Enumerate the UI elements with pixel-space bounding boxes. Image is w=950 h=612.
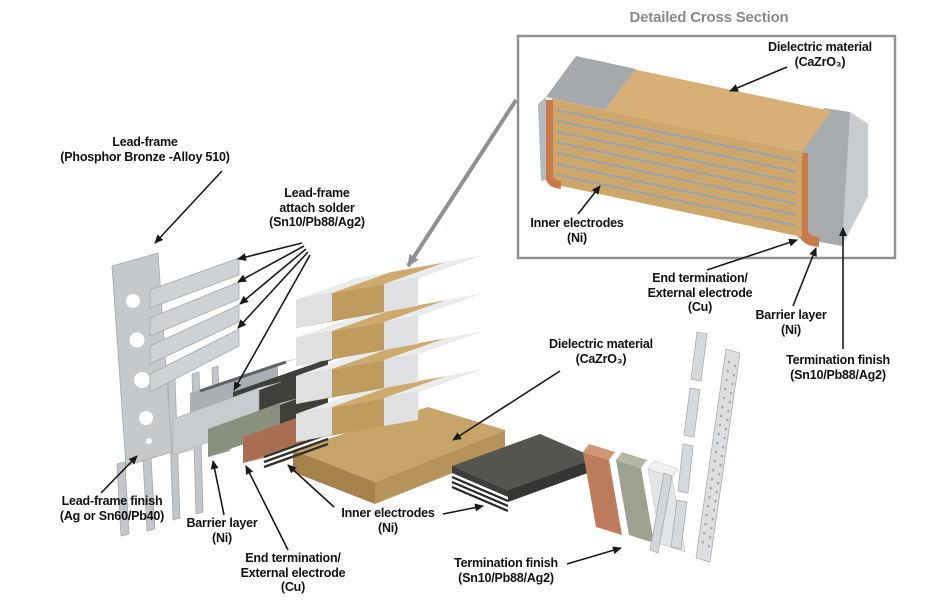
cross-section-inset xyxy=(516,34,897,260)
termination-finish-bar-left xyxy=(172,381,282,456)
barrier-layer-bar-left xyxy=(208,397,302,457)
dielectric-arrow xyxy=(452,370,561,441)
inset-end-termination-arrow xyxy=(706,238,798,271)
inset-left-cap xyxy=(546,56,636,110)
barrier-layer-arrow xyxy=(210,460,225,516)
lead-frame-finish-arrow xyxy=(100,455,138,494)
attach-solder-arrow xyxy=(237,251,309,329)
inset-title: Detailed Cross Section xyxy=(629,9,789,26)
inset-dielectric-arrow xyxy=(729,66,788,92)
label-inset-end-termination: End termination/ External electrode (Cu) xyxy=(647,271,753,314)
attach-solder-arrow xyxy=(239,248,307,305)
lead-frame-sheets-right xyxy=(649,331,741,563)
label-lead-frame: Lead-frame (Phosphor Bronze -Alloy 510) xyxy=(60,135,230,164)
inner-electrodes-right xyxy=(451,434,596,513)
inset-barrier-arrow xyxy=(792,247,817,307)
inset-copper-rim-left xyxy=(545,100,562,189)
capacitor-stack xyxy=(296,256,480,442)
label-inset-barrier-layer: Barrier layer (Ni) xyxy=(755,308,827,337)
lead-frame-tab xyxy=(149,328,240,393)
label-lead-frame-attach-solder: Lead-frame attach solder (Sn10/Pb88/Ag2) xyxy=(269,186,365,229)
end-termination-plate-right xyxy=(583,444,622,535)
termination-finish-arrow xyxy=(566,546,622,565)
label-end-termination: End termination/ External electrode (Cu) xyxy=(240,551,346,594)
inset-copper-rim-right xyxy=(798,153,820,247)
label-lead-frame-finish: Lead-frame finish (Ag or Sn60/Pb40) xyxy=(59,494,165,523)
label-inset-dielectric: Dielectric material (CaZrO₃) xyxy=(768,40,872,69)
dielectric-slab xyxy=(293,407,505,504)
inset-inner-electrode-lines xyxy=(556,109,797,227)
attach-solder-arrow xyxy=(233,254,311,391)
barrier-layer-plate-right xyxy=(616,452,654,543)
label-inset-termination-finish: Termination finish (Sn10/Pb88/Ag2) xyxy=(786,353,890,382)
lead-frame-arrow xyxy=(154,170,223,244)
attach-solder-arrow xyxy=(237,245,305,283)
callout-arrows xyxy=(100,66,847,565)
inset-inner-electrodes-arrow xyxy=(577,185,601,215)
inner-electrodes-arrow-right xyxy=(442,503,484,515)
attach-solder-arrow xyxy=(237,242,303,261)
inner-electrodes-arrow-left xyxy=(287,464,335,508)
inset-pointer-arrow xyxy=(406,98,518,268)
label-inner-electrodes: Inner electrodes (Ni) xyxy=(341,506,435,535)
label-inset-inner-electrodes: Inner electrodes (Ni) xyxy=(530,216,624,245)
lead-frame-tab xyxy=(149,281,240,337)
end-termination-arrow xyxy=(245,465,289,551)
label-termination-finish: Termination finish (Sn10/Pb88/Ag2) xyxy=(454,556,558,585)
label-dielectric: Dielectric material (CaZrO₃) xyxy=(549,337,653,366)
label-barrier-layer: Barrier layer (Ni) xyxy=(186,516,258,545)
